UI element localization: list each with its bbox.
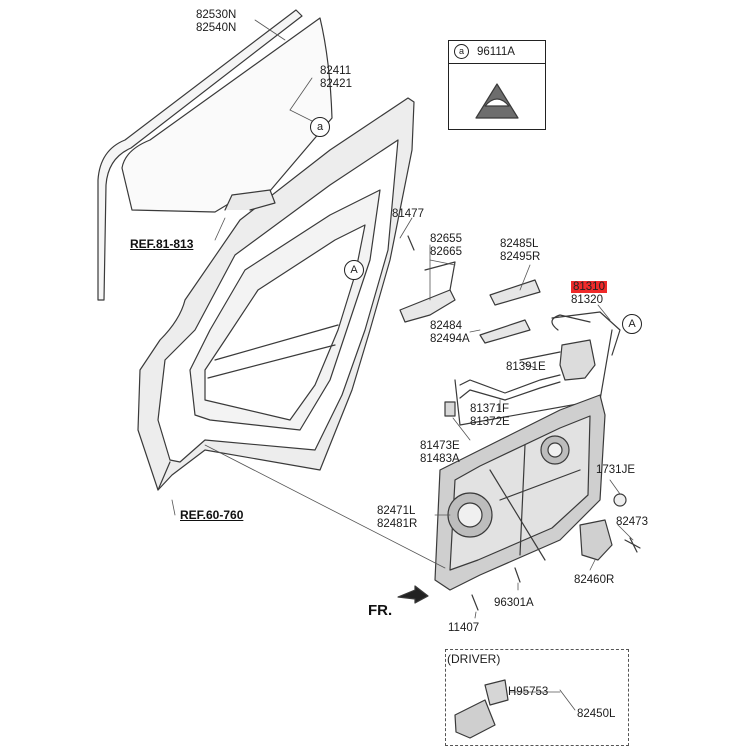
driver-section-title: (DRIVER)	[447, 652, 501, 666]
callout-A-right: A	[622, 314, 642, 334]
door-glass	[121, 17, 333, 213]
label-81477: 81477	[392, 208, 424, 220]
ref-60-760: REF.60-760	[180, 508, 244, 522]
switch-assembly	[454, 699, 496, 739]
ref-81-813: REF.81-813	[130, 237, 194, 251]
highlighted-part-81310: 81310	[571, 281, 607, 293]
badge-callout-a: a	[454, 44, 469, 59]
latch-rod	[519, 351, 561, 361]
screw-96301A	[514, 567, 521, 583]
hole-cap	[613, 493, 627, 507]
label-81310: 81310 81320	[571, 281, 607, 306]
screw-82473	[624, 537, 641, 553]
inner-handle	[479, 319, 531, 344]
bolt-81477	[407, 235, 415, 251]
callout-A-left: A	[344, 260, 364, 280]
regulator-motor	[579, 519, 613, 561]
label-96301A: 96301A	[494, 597, 534, 609]
front-arrow	[397, 585, 429, 604]
label-82473: 82473	[616, 516, 648, 528]
label-82460R: 82460R	[574, 574, 615, 586]
door-latch	[559, 339, 596, 381]
cable-clip	[444, 401, 456, 417]
badge-legend-box	[448, 40, 546, 130]
label-1731JE: 1731JE	[596, 464, 636, 476]
driver-section-box	[445, 649, 629, 746]
label-H95753: H95753	[508, 686, 549, 698]
handle-cable	[459, 374, 561, 394]
label-82450L: 82450L	[577, 708, 616, 720]
callout-a-glass: a	[310, 117, 330, 137]
label-81391E: 81391E	[506, 361, 546, 373]
label-11407: 11407	[448, 622, 480, 634]
front-indicator: FR.	[368, 602, 393, 619]
label-96111A: 96111A	[477, 46, 515, 58]
handle-bracket	[489, 279, 541, 306]
glass-run-channel	[97, 9, 303, 301]
bolt-11407	[471, 594, 479, 611]
window-switch	[484, 679, 509, 706]
hinge	[399, 289, 456, 323]
